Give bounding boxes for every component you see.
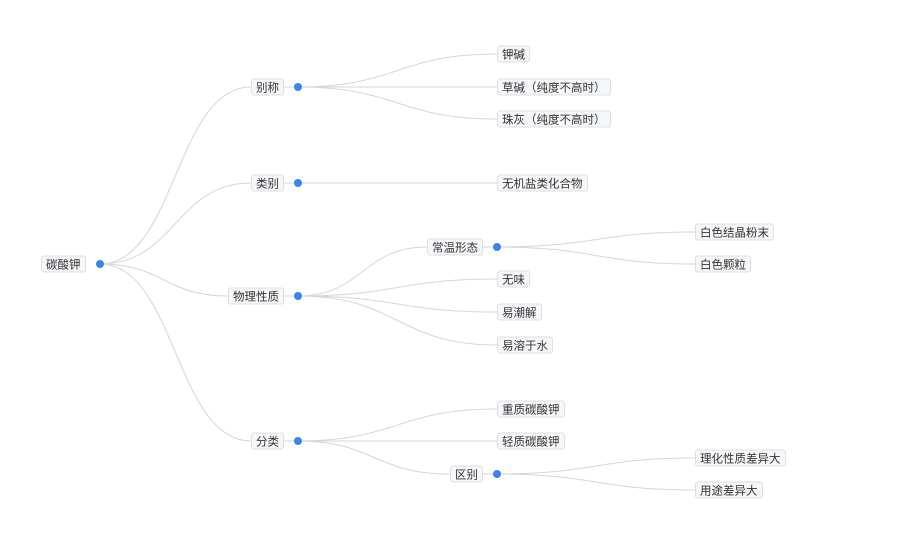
mindmap-node[interactable]: 类别 — [251, 174, 284, 192]
collapse-toggle-dot[interactable] — [493, 243, 501, 251]
connector-line — [496, 457, 696, 475]
connector-line — [99, 182, 298, 265]
connector-line — [99, 263, 298, 297]
connector-line — [297, 86, 498, 120]
mindmap-node[interactable]: 用途差异大 — [695, 481, 763, 499]
mindmap-node[interactable]: 无味 — [497, 270, 530, 288]
connector-line — [297, 440, 497, 475]
mindmap-node[interactable]: 分类 — [251, 432, 284, 450]
mindmap-node[interactable]: 区别 — [450, 465, 483, 483]
mindmap-node[interactable]: 物理性质 — [228, 287, 284, 305]
connector-line — [99, 86, 298, 265]
mindmap-node[interactable]: 理化性质差异大 — [695, 449, 786, 467]
connector-line — [496, 246, 696, 265]
connector-line — [297, 295, 498, 313]
connector-line — [297, 53, 498, 88]
mindmap-node[interactable]: 易潮解 — [497, 303, 542, 321]
mindmap-node[interactable]: 草碱（纯度不高时） — [497, 78, 611, 96]
mindmap-node[interactable]: 无机盐类化合物 — [497, 174, 588, 192]
mindmap-node[interactable]: 重质碳酸钾 — [497, 400, 565, 418]
collapse-toggle-dot[interactable] — [96, 260, 104, 268]
mindmap-node[interactable]: 轻质碳酸钾 — [497, 432, 565, 450]
mindmap-node[interactable]: 白色颗粒 — [695, 255, 751, 273]
mindmap-node[interactable]: 别称 — [251, 78, 284, 96]
collapse-toggle-dot[interactable] — [294, 292, 302, 300]
connector-line — [297, 295, 498, 346]
connector-line — [496, 473, 696, 491]
collapse-toggle-dot[interactable] — [294, 83, 302, 91]
mindmap-node[interactable]: 常温形态 — [427, 238, 483, 256]
connector-line — [297, 278, 498, 297]
mindmap-node[interactable]: 珠灰（纯度不高时） — [497, 110, 611, 128]
collapse-toggle-dot[interactable] — [493, 470, 501, 478]
connector-line — [99, 263, 298, 442]
collapse-toggle-dot[interactable] — [294, 179, 302, 187]
mindmap-node[interactable]: 碳酸钾 — [41, 255, 86, 273]
collapse-toggle-dot[interactable] — [294, 437, 302, 445]
mindmap-node[interactable]: 钾碱 — [497, 45, 530, 63]
mindmap-node[interactable]: 白色结晶粉末 — [695, 223, 774, 241]
connector-line — [297, 246, 497, 297]
mindmap-node[interactable]: 易溶于水 — [497, 336, 553, 354]
connector-line — [496, 231, 696, 248]
connector-line — [297, 408, 498, 442]
